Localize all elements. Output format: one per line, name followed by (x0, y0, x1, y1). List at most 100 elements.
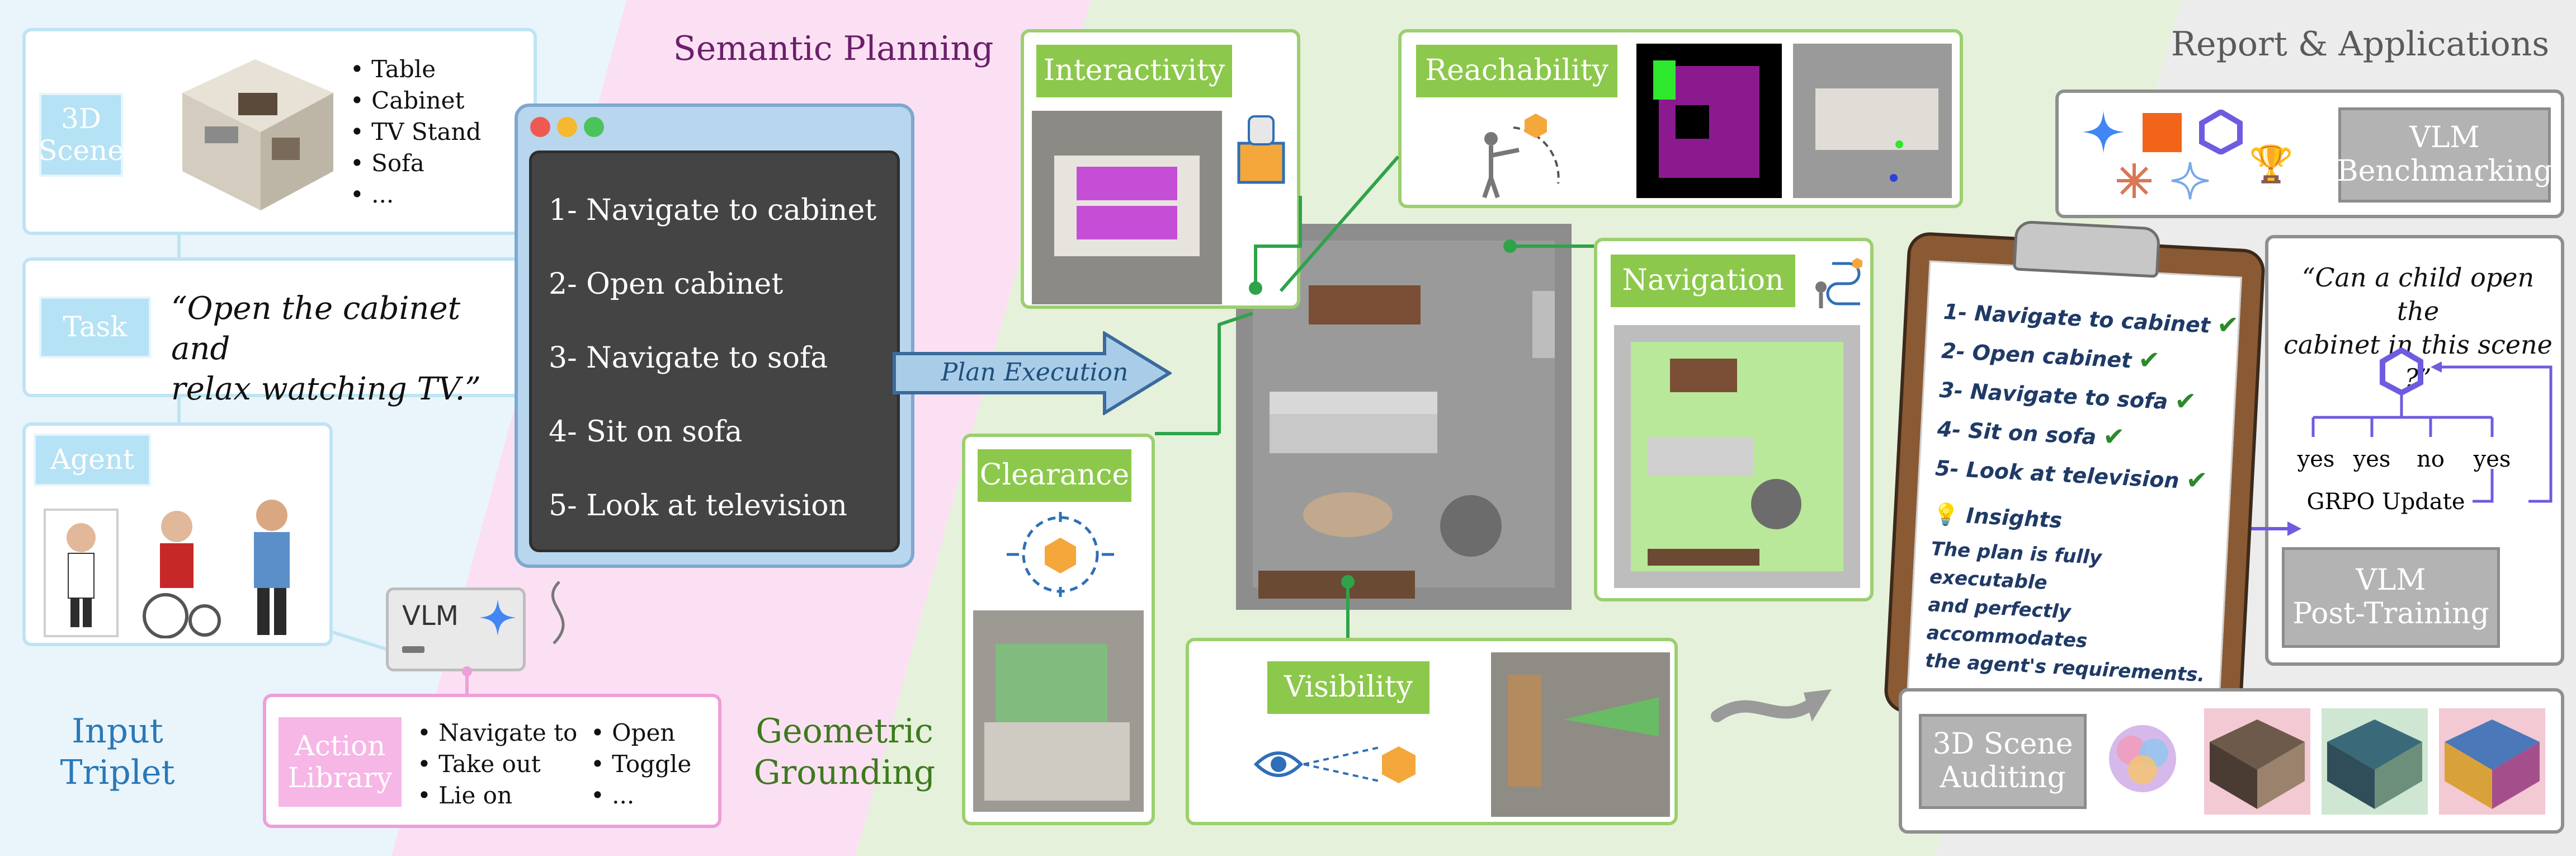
scene-generator-logo-icon (2109, 725, 2176, 792)
maximize-dot-icon[interactable] (584, 117, 604, 137)
claude-logo-icon (2117, 163, 2152, 198)
plan-step: 3- Navigate to sofa (549, 341, 828, 375)
vlm-post-training-line1: VLM (2356, 563, 2426, 598)
eye-icon (1253, 746, 1416, 783)
mistral-logo-icon (2143, 113, 2182, 152)
generated-scene-image (2204, 708, 2310, 815)
lightbulb-icon: 💡 (1932, 501, 1960, 528)
question-line1: “Can a child open the (2301, 262, 2535, 326)
task-panel: Task “Open the cabinet and relax watchin… (22, 257, 537, 407)
plan-execution-label: Plan Execution (941, 358, 1129, 387)
input-triplet-line2: Triplet (60, 753, 175, 792)
answer-yes-3: yes (2473, 446, 2511, 472)
action-item: Lie on (417, 780, 577, 811)
report-clipboard: 1- Navigate to cabinet ✔ 2- Open cabinet… (1883, 214, 2278, 736)
scene-object-item: Sofa (350, 148, 481, 179)
clipboard-clip (2013, 220, 2161, 278)
close-dot-icon[interactable] (530, 117, 550, 137)
clearance-render-image (973, 610, 1144, 812)
model-logos: 🏆 (2081, 110, 2294, 205)
minimize-dot-icon[interactable] (557, 117, 577, 137)
scene-object-item: TV Stand (350, 116, 481, 148)
action-item: Navigate to (417, 717, 577, 749)
plan-window: 1- Navigate to cabinet 2- Open cabinet 3… (515, 104, 914, 568)
scene-objects-list: TableCabinetTV StandSofa... (350, 54, 481, 210)
qwen-logo-icon (2199, 110, 2243, 154)
generated-scene-image (2322, 708, 2428, 815)
scene-object-item: ... (350, 179, 481, 210)
insights-text: The plan is fully executable and perfect… (1924, 535, 2222, 690)
reachability-panel: Reachability (1398, 29, 1963, 208)
check-icon: ✔ (2185, 464, 2209, 496)
reachability-map-image (1636, 44, 1782, 198)
task-text: “Open the cabinet and relax watching TV.… (171, 289, 529, 410)
navigation-tag: Navigation (1611, 255, 1795, 307)
navigation-path-icon (1815, 258, 1862, 308)
reachability-tag: Reachability (1416, 45, 1617, 97)
interactivity-tag: Interactivity (1036, 45, 1232, 97)
action-item: ... (591, 780, 691, 811)
scene-auditing-line1: 3D Scene (1932, 727, 2073, 761)
question-text: “Can a child open the cabinet in this sc… (2280, 261, 2556, 395)
grpo-update-label: GRPO Update (2306, 489, 2465, 515)
clearance-tag: Clearance (978, 449, 1131, 502)
check-icon: ✔ (2102, 421, 2126, 452)
scene-tag-line1: 3D (61, 102, 101, 135)
interactivity-image (1032, 111, 1222, 304)
scene-tag-line2: Scene (38, 134, 124, 167)
interactivity-panel: Interactivity (1021, 29, 1300, 309)
vlm-post-training-line2: Post-Training (2292, 597, 2489, 631)
vlm-device-port (402, 646, 424, 653)
post-training-panel: “Can a child open the cabinet in this sc… (2265, 235, 2564, 666)
check-icon: ✔ (2174, 385, 2197, 417)
geometric-grounding-line2: Grounding (753, 753, 936, 792)
action-library-tag-line2: Library (287, 761, 393, 794)
sparkle-icon (479, 599, 516, 636)
action-item: Take out (417, 749, 577, 780)
answer-yes-1: yes (2297, 446, 2335, 472)
generated-scene-image (2439, 708, 2545, 815)
scene-object-item: Cabinet (350, 85, 481, 116)
plan-step: 5- Look at television (549, 489, 847, 523)
check-icon: ✔ (2216, 309, 2240, 341)
agent-figures-image (44, 500, 290, 638)
vlm-benchmarking-line1: VLM (2409, 121, 2480, 155)
action-list-col2: OpenToggle... (591, 717, 691, 811)
report-applications-heading: Report & Applications (2171, 25, 2550, 64)
action-list-col1: Navigate toTake outLie on (417, 717, 577, 811)
clearance-box-icon (1007, 512, 1114, 597)
action-library-tag-line1: Action (294, 729, 386, 762)
trophy-icon: 🏆 (2249, 144, 2294, 185)
geometric-grounding-line1: Geometric (756, 712, 933, 751)
gemini-logo-icon (2082, 111, 2125, 153)
topdown-scene-image (1236, 224, 1572, 610)
sparkle-logo-icon (2171, 162, 2209, 200)
vlm-device-label: VLM (402, 600, 459, 632)
input-triplet-heading: Input Triplet (45, 711, 190, 793)
check-icon: ✔ (2138, 344, 2161, 376)
hand-box-icon (1237, 115, 1285, 184)
answer-no: no (2417, 446, 2445, 472)
reachability-render-image (1793, 44, 1952, 198)
plan-step: 2- Open cabinet (549, 267, 784, 301)
agent-panel: Agent (22, 422, 333, 646)
clearance-panel: Clearance (962, 434, 1155, 825)
plan-step: 4- Sit on sofa (549, 415, 743, 449)
answer-yes-2: yes (2353, 446, 2391, 472)
visibility-panel: Visibility (1186, 638, 1678, 825)
scene-auditing-line2: Auditing (1940, 761, 2066, 794)
qwen-tree-diagram (2311, 347, 2553, 503)
reach-agent-icon (1482, 114, 1560, 199)
question-line2: cabinet in this scene ?” (2284, 330, 2553, 393)
action-item: Open (591, 717, 691, 749)
semantic-planning-heading: Semantic Planning (673, 29, 994, 68)
visibility-tag: Visibility (1267, 661, 1429, 714)
geometric-grounding-heading: Geometric Grounding (744, 711, 945, 793)
